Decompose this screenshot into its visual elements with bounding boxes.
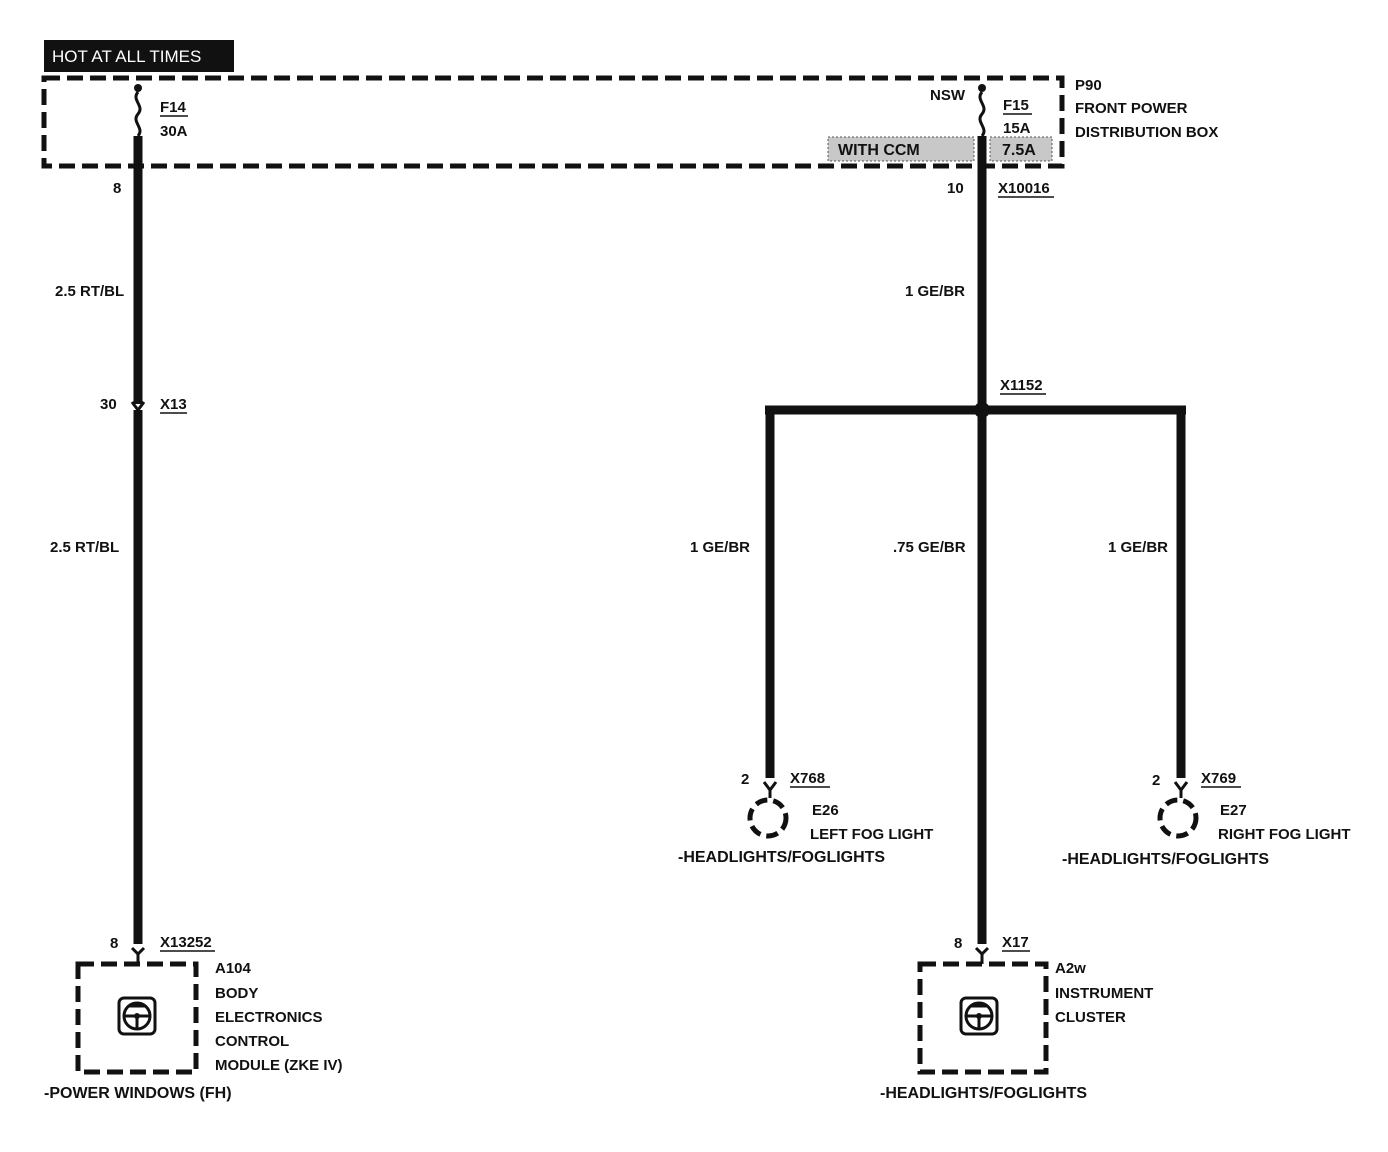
e26-name: LEFT FOG LIGHT — [810, 826, 933, 843]
x768-pin: 2 — [741, 771, 749, 788]
x769-connector: X769 — [1201, 770, 1236, 787]
fuse-f14 — [133, 84, 143, 170]
fuse-f15-prefix: NSW — [930, 87, 966, 104]
x768-connector: X768 — [790, 770, 825, 787]
a2w-line1: INSTRUMENT — [1055, 985, 1153, 1002]
module-a104-id: A104 — [215, 960, 252, 977]
box-name-line1: FRONT POWER — [1075, 100, 1188, 117]
x13-connector: X13 — [160, 396, 187, 413]
a2w-line2: CLUSTER — [1055, 1009, 1126, 1026]
right-wire-main-label: 1 GE/BR — [905, 283, 965, 300]
e26-reference: -HEADLIGHTS/FOGLIGHTS — [678, 849, 885, 866]
e27-name: RIGHT FOG LIGHT — [1218, 826, 1351, 843]
instrument-cluster — [917, 961, 1049, 1075]
left-wire-lower-label: 2.5 RT/BL — [50, 539, 119, 556]
fuse-f15-alt-rating: 7.5A — [1002, 142, 1036, 159]
power-distribution-box — [41, 75, 1065, 169]
box-id-label: P90 — [1075, 77, 1102, 94]
ccm-option-label: WITH CCM — [838, 142, 920, 159]
fuse-f15-rating: 15A — [1003, 120, 1031, 137]
splice-x1152-label: X1152 — [1000, 377, 1043, 394]
x769-pin: 2 — [1152, 772, 1160, 789]
module-a104-line1: BODY — [215, 985, 258, 1002]
x13252-connector: X13252 — [160, 934, 212, 951]
left-wire — [130, 170, 146, 964]
branch-left-wire-label: 1 GE/BR — [690, 539, 750, 556]
e26-id: E26 — [812, 802, 839, 819]
fuse-f14-pin: 8 — [113, 180, 121, 197]
module-a104-line3: CONTROL — [215, 1033, 289, 1050]
a2w-reference: -HEADLIGHTS/FOGLIGHTS — [880, 1085, 1087, 1102]
e27-reference: -HEADLIGHTS/FOGLIGHTS — [1062, 851, 1269, 868]
branch-right-wire-label: 1 GE/BR — [1108, 539, 1168, 556]
x17-pin: 8 — [954, 935, 962, 952]
splice-x1152 — [974, 402, 990, 418]
module-a104-reference: -POWER WINDOWS (FH) — [44, 1085, 232, 1102]
a2w-id: A2w — [1055, 960, 1086, 977]
box-name-line2: DISTRIBUTION BOX — [1075, 124, 1218, 141]
splice-x1152-branches — [765, 405, 1186, 778]
right-fog-light-icon — [1157, 797, 1199, 839]
x17-connector: X17 — [1002, 934, 1029, 951]
left-fog-light-icon — [747, 797, 789, 839]
x13-pin: 30 — [100, 396, 117, 413]
right-wire-main — [974, 170, 990, 964]
fuse-f15-alt-rating-box — [989, 136, 1053, 162]
module-a104-icon — [117, 996, 157, 1036]
hot-banner-label: HOT AT ALL TIMES — [52, 47, 201, 66]
hot-banner — [44, 40, 234, 72]
branch-center-wire-label: .75 GE/BR — [893, 539, 966, 556]
left-fog-light-connector — [762, 781, 778, 798]
fuse-f15-connector: X10016 — [998, 180, 1050, 197]
fuse-f15-name: F15 — [1003, 97, 1029, 114]
left-wire-upper-label: 2.5 RT/BL — [55, 283, 124, 300]
module-a104-line4: MODULE (ZKE IV) — [215, 1057, 343, 1074]
right-fog-light-connector — [1173, 781, 1189, 798]
x13252-pin: 8 — [110, 935, 118, 952]
fuse-f15-pin: 10 — [947, 180, 964, 197]
fuse-f14-name: F14 — [160, 99, 187, 116]
instrument-cluster-icon — [959, 996, 999, 1036]
fuse-f15 — [977, 84, 987, 170]
module-a104-line2: ELECTRONICS — [215, 1009, 323, 1026]
e27-id: E27 — [1220, 802, 1247, 819]
body-electronics-module — [75, 961, 199, 1075]
fuse-f14-rating: 30A — [160, 123, 188, 140]
ccm-option-box — [827, 136, 975, 162]
